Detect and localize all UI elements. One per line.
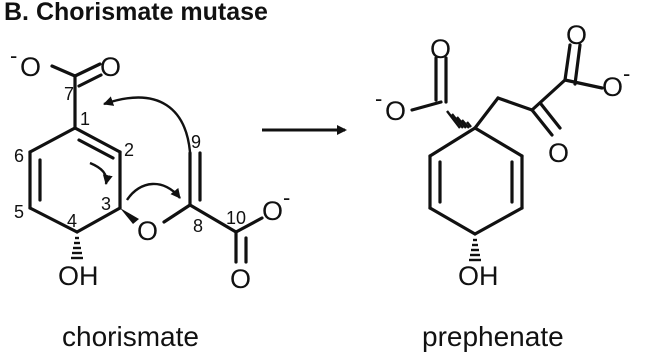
atom-number-5: 5 <box>14 202 24 222</box>
pre-bond-ck-cacid <box>530 78 567 112</box>
curved-arrow-c1c2-to-c2c3 <box>89 161 113 185</box>
atom-number-10: 10 <box>226 208 246 228</box>
bond-c6-c1 <box>28 126 77 154</box>
pre-hash-c4-oh <box>469 238 481 262</box>
atom-number-3: 3 <box>101 194 111 214</box>
chorismate-acid-o-bottom: O <box>230 264 251 294</box>
prephenate-carboxylate-charge: - <box>375 86 382 111</box>
pre-bond-c3-c4 <box>473 206 524 236</box>
bond-c7-o-top-double <box>77 73 103 88</box>
bond-c7-o-left <box>50 64 77 78</box>
bond-c7-o-top <box>73 62 102 78</box>
pre-bond-cacid-o-top <box>563 43 572 82</box>
bond-c3-c4 <box>75 206 122 234</box>
chorismate-structure: O - O O OH O - O 1 2 3 4 5 6 7 8 9 10 <box>10 43 290 294</box>
pre-bond-c6-c1 <box>428 126 477 158</box>
pre-hash-c1-c7 <box>446 110 472 129</box>
bond-c1-c2 <box>73 126 122 154</box>
chorismate-o-left: O <box>20 52 41 82</box>
chorismate-acid-charge: - <box>283 185 290 210</box>
pre-bond-ck-o-double <box>539 102 562 130</box>
prephenate-hydroxyl: OH <box>458 261 499 291</box>
bond-c10-o-right <box>234 216 264 234</box>
curved-arrow-c3o-to-oc8 <box>125 182 181 201</box>
chorismate-hydroxyl: OH <box>58 261 99 291</box>
bond-c8-c10 <box>188 203 238 234</box>
prephenate-o-left: O <box>385 96 406 126</box>
atom-number-4: 4 <box>67 211 77 231</box>
atom-number-1: 1 <box>80 109 90 129</box>
atom-number-6: 6 <box>14 146 24 166</box>
chorismate-acid-o-right: O <box>262 196 283 226</box>
prephenate-keto-o: O <box>548 138 569 168</box>
chorismate-ether-o: O <box>137 216 158 246</box>
chorismate-carboxylate-charge: - <box>10 43 17 68</box>
product-name: prephenate <box>422 321 564 352</box>
pre-bond-c1-ch2 <box>473 96 500 130</box>
atom-number-8: 8 <box>193 216 203 236</box>
pre-bond-cacid-o-top-double <box>573 43 582 86</box>
pre-bond-cacid-o-right <box>563 78 604 90</box>
chorismate-o-top: O <box>100 52 121 82</box>
hash-c4-oh <box>71 236 83 260</box>
prephenate-acid-charge: - <box>623 61 630 86</box>
prephenate-acid-o-right: O <box>602 72 623 102</box>
reactant-name: chorismate <box>62 321 199 352</box>
curved-arrow-c9-to-c1 <box>103 96 192 153</box>
atom-number-9: 9 <box>191 132 201 152</box>
pre-bond-ck-o <box>530 108 554 137</box>
wedge-c3-o <box>120 208 139 224</box>
prephenate-o-top: O <box>430 34 451 64</box>
pre-bond-c1-c2 <box>473 126 524 158</box>
atom-number-7: 7 <box>64 84 74 104</box>
bond-c4-c5 <box>28 206 79 234</box>
figure-title: B. Chorismate mutase <box>4 0 268 26</box>
bond-o-c8 <box>162 203 192 224</box>
prephenate-acid-o-top: O <box>566 20 587 50</box>
pre-bond-ch2-ck <box>496 96 534 112</box>
atom-number-2: 2 <box>124 140 134 160</box>
bond-c1-c2-double <box>77 138 115 160</box>
pre-bond-c7-o-left <box>410 100 443 112</box>
pre-bond-c4-c5 <box>428 206 477 236</box>
prephenate-structure: O O - O O O - OH <box>375 20 630 291</box>
